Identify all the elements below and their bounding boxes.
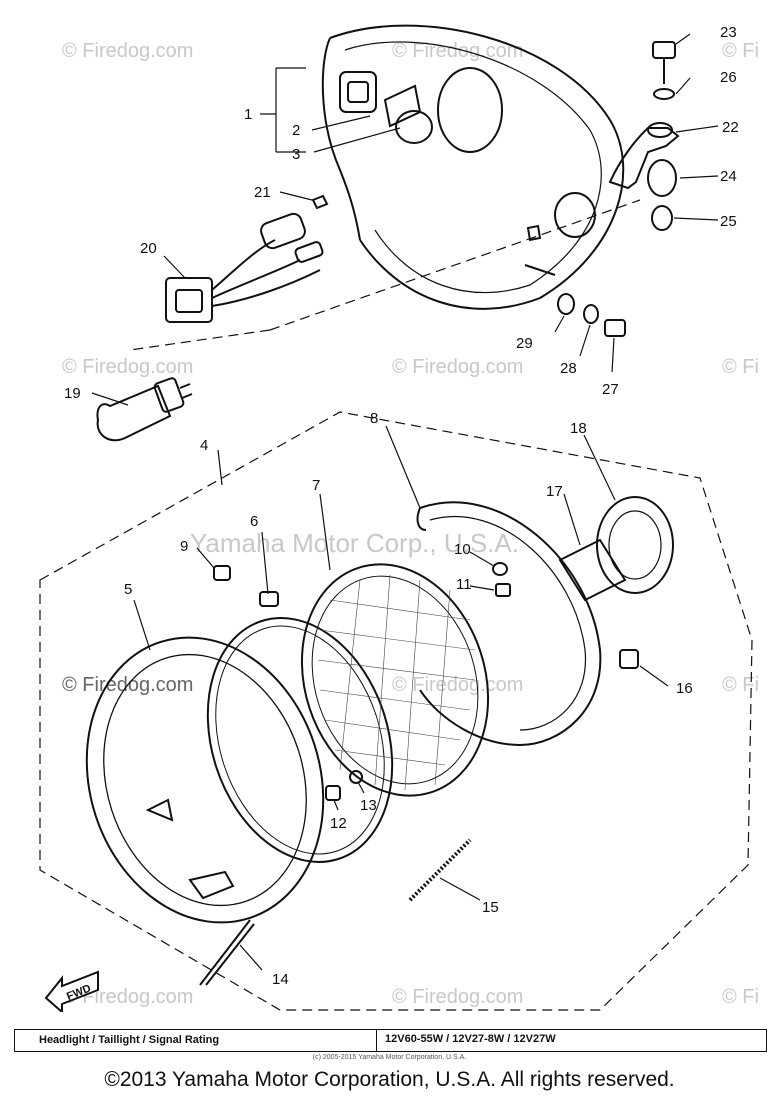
bulb [96,377,193,442]
callout-3: 3 [292,146,300,163]
socket-and-cover [558,496,674,602]
callout-23: 23 [720,24,737,41]
callout-13: 13 [360,797,377,814]
leader-lines [91,33,719,971]
callout-25: 25 [720,213,737,230]
bracket-hardware [608,41,680,231]
mounting-ring [206,591,394,863]
callout-20: 20 [140,240,157,257]
headlight-case [416,501,602,747]
adjusting-screws [199,838,472,986]
callout-9: 9 [180,538,188,555]
rating-label: Headlight / Taillight / Signal Rating [15,1030,377,1051]
callout-10: 10 [454,541,471,558]
rating-table: Headlight / Taillight / Signal Rating 12… [14,1029,767,1052]
clip [619,649,639,669]
mount-hardware [557,293,626,337]
watermark: © Firedog.com [62,40,194,62]
callout-8: 8 [370,410,378,427]
callout-15: 15 [482,899,499,916]
rating-value: 12V60-55W / 12V27-8W / 12V27W [385,1033,556,1045]
watermark: © Fi [722,40,759,62]
callout-5: 5 [124,581,132,598]
callout-14: 14 [272,971,289,988]
watermark: © Firedog.com [62,356,194,378]
callout-11: 11 [456,576,472,593]
callout-21: 21 [254,184,271,201]
callout-18: 18 [570,420,587,437]
lens-unit [300,563,490,797]
callout-12: 12 [330,815,347,832]
callout-19: 19 [64,385,81,402]
watermark: © Firedog.com [392,674,524,696]
callout-17: 17 [546,483,563,500]
forward-arrow-icon: FWD [44,970,99,1012]
callout-27: 27 [602,381,619,398]
callout-26: 26 [720,69,737,86]
copyright-notice: ©2013 Yamaha Motor Corporation, U.S.A. A… [104,1068,675,1091]
callout-28: 28 [560,360,577,377]
headlight-housing [321,24,625,310]
callout-7: 7 [312,477,320,494]
watermark: © Fi [722,356,759,378]
callout-6: 6 [250,513,258,530]
callout-16: 16 [676,680,693,697]
callout-4: 4 [200,437,208,454]
callout-29: 29 [516,335,533,352]
callout-24: 24 [720,168,737,185]
small-copyright: (c) 2005-2015 Yamaha Motor Corporation, … [312,1054,467,1061]
wiring-harness [165,194,329,323]
assembly-outline [39,411,753,1011]
rim [85,636,325,924]
callout-22: 22 [722,119,739,136]
callout-2: 2 [292,122,300,139]
callout-1: 1 [244,106,252,123]
watermark: © Firedog.com [392,356,524,378]
screws [213,562,511,801]
watermark: Yamaha Motor Corp., U.S.A. [190,528,519,558]
watermark: © Fi [722,674,759,696]
watermark: © Fi [722,986,759,1008]
watermark: © Firedog.com [392,40,524,62]
watermark: © Firedog.com [392,986,524,1008]
